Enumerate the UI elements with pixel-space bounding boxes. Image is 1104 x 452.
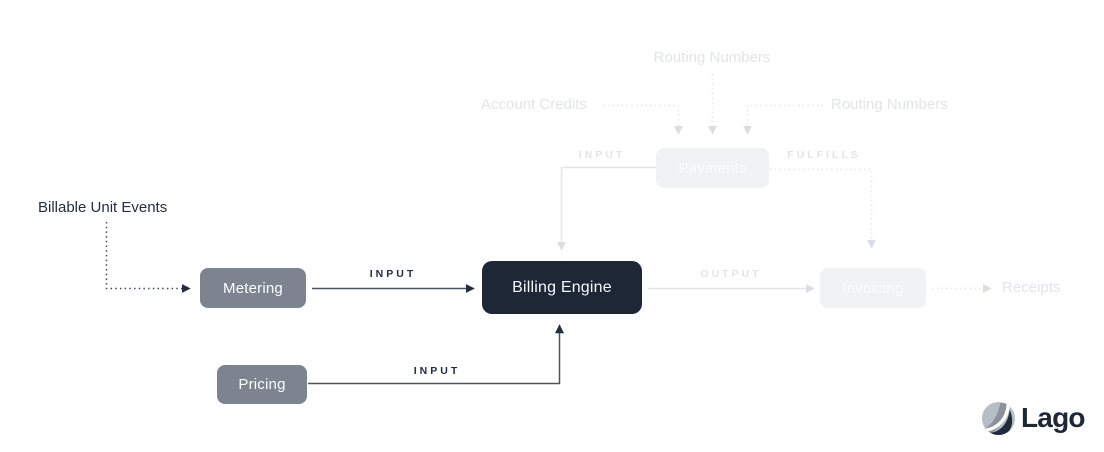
- edge-routing-right-to-payments: [743, 104, 823, 135]
- label-routing-numbers-right: Routing Numbers: [831, 96, 948, 113]
- edge-label-input-payments: INPUT: [578, 149, 626, 161]
- edge-payments-to-billing: [557, 166, 656, 251]
- edge-label-input-metering: INPUT: [369, 268, 417, 280]
- label-account-credits: Account Credits: [481, 96, 587, 113]
- node-payments: Payments: [656, 148, 769, 188]
- lago-logo-icon: [981, 401, 1016, 435]
- lago-logo-text: Lago: [1021, 402, 1085, 433]
- node-pricing: Pricing: [217, 365, 307, 404]
- node-invoicing: Invoicing: [820, 268, 926, 308]
- node-billing-engine: Billing Engine: [482, 261, 642, 314]
- edge-payments-fulfills-invoicing: [770, 168, 876, 249]
- label-receipts: Receipts: [1002, 279, 1061, 296]
- edge-pricing-to-billing: [308, 324, 564, 385]
- edge-label-input-pricing: INPUT: [413, 365, 461, 377]
- label-routing-numbers-top: Routing Numbers: [653, 49, 771, 66]
- edge-label-output: OUTPUT: [700, 268, 762, 280]
- edge-billable-to-metering: [105, 222, 191, 293]
- lago-logo: Lago: [981, 400, 1085, 436]
- label-billable-unit-events: Billable Unit Events: [38, 199, 168, 216]
- edge-label-fulfills: FULFILLS: [787, 149, 861, 161]
- edge-account-credits-to-payments: [603, 104, 683, 135]
- node-metering: Metering: [200, 268, 306, 308]
